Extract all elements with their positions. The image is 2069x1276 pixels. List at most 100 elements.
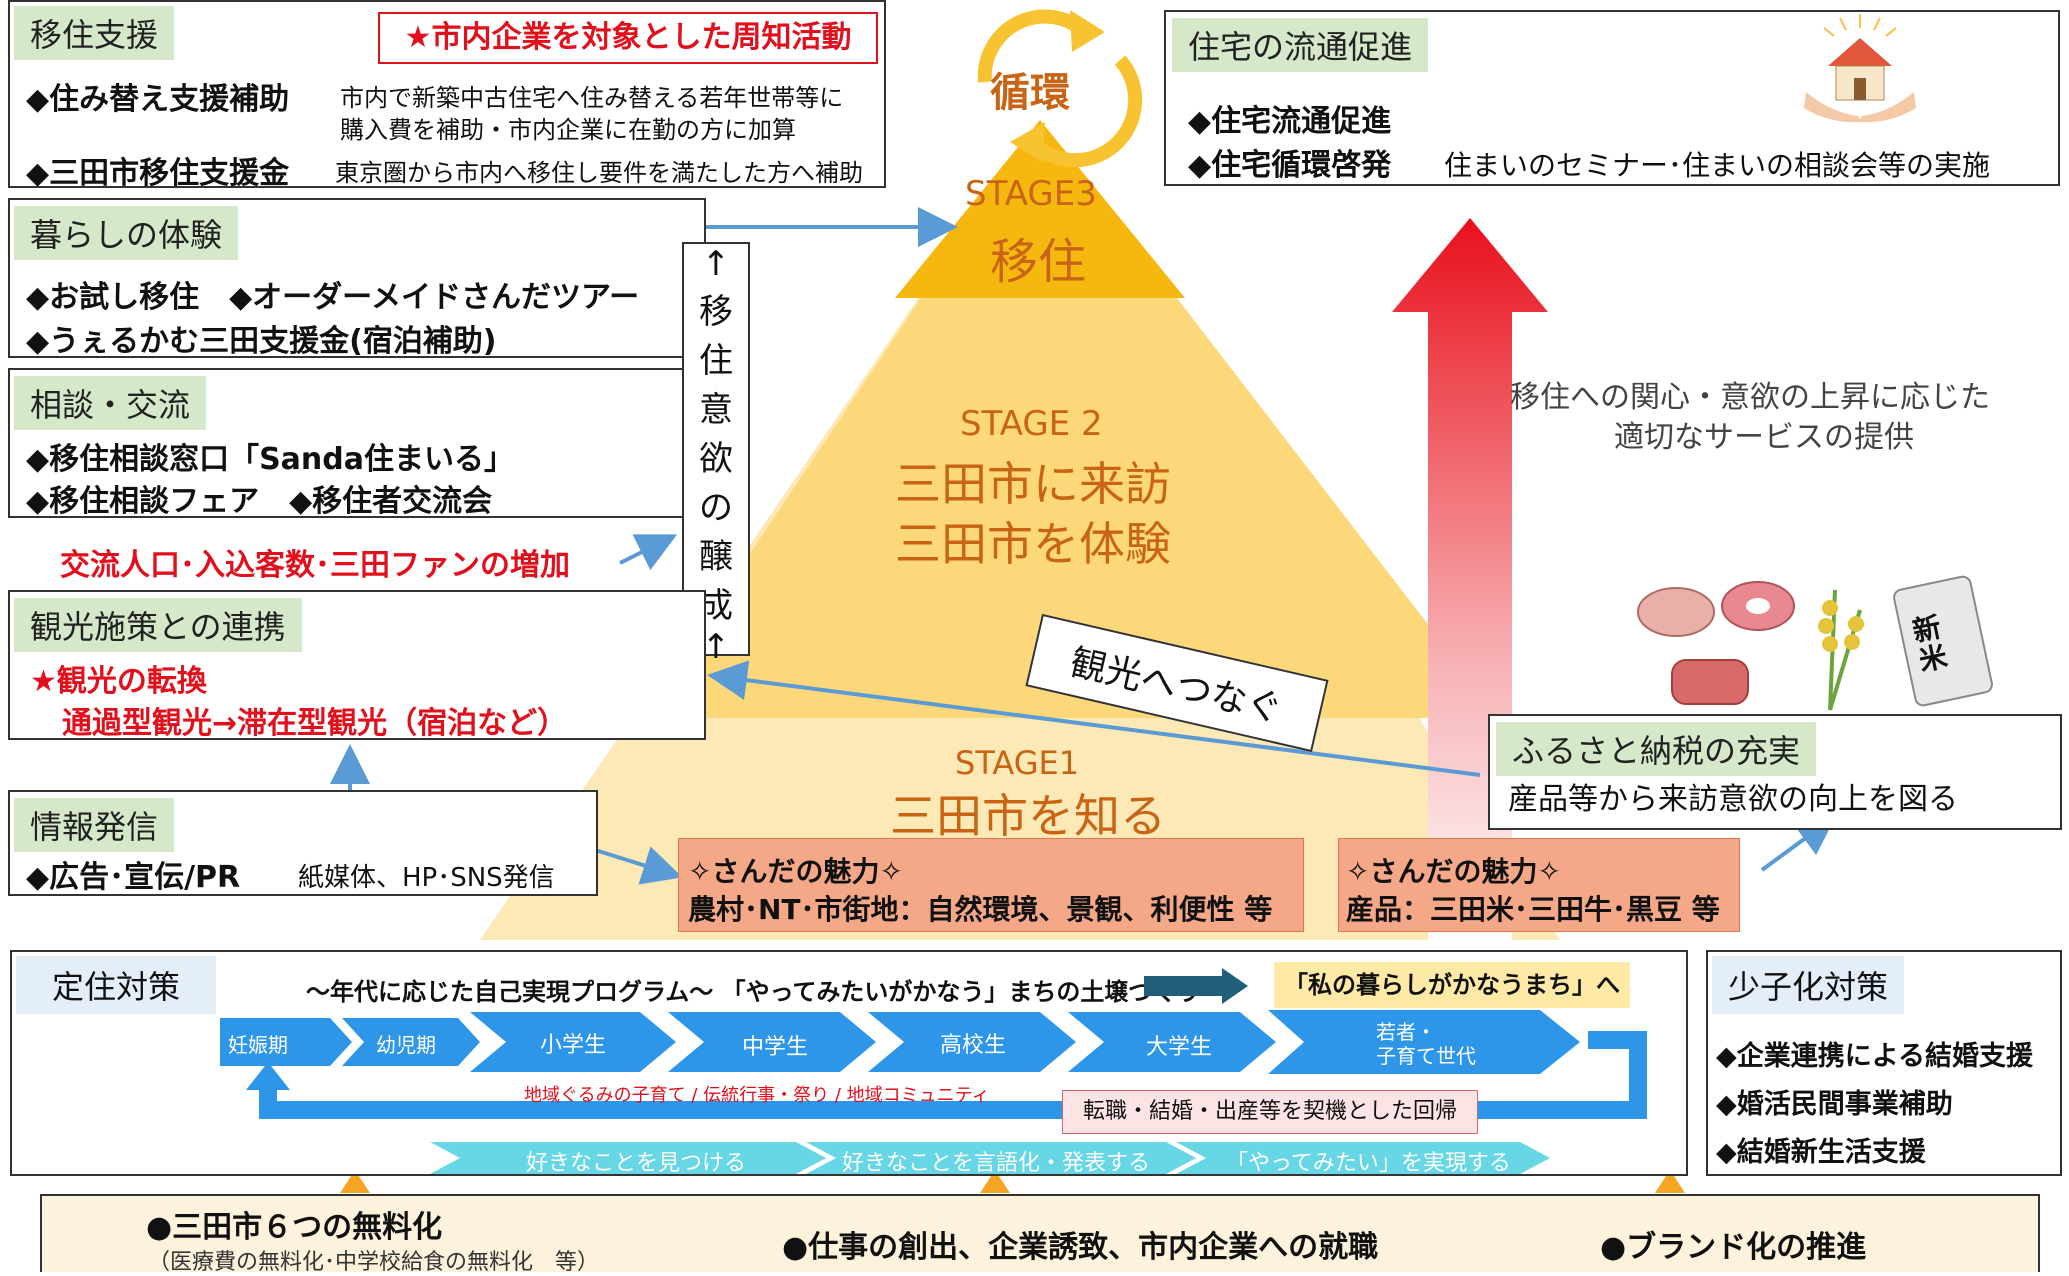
step-chevron-2	[806, 1142, 1196, 1174]
step-2-text: 好きなことを言語化・発表する	[842, 1151, 1151, 1176]
sparkle-icon: ✧	[879, 855, 903, 888]
step-chevron-3	[1176, 1142, 1550, 1174]
vertical-char: 醸	[699, 537, 733, 577]
connector-arrows	[330, 207, 1837, 885]
sparkle-icon: ✧	[1537, 855, 1561, 888]
pyramid-stage3	[895, 120, 1185, 298]
sparkle-icon: ✧	[688, 855, 712, 888]
soudan-line1: ◆移住相談窓口「Sanda住まいる」	[26, 442, 514, 477]
arrow-caption-2: 適切なサービスの提供	[1614, 420, 1914, 455]
arrow-caption-1: 移住への関心・意欲の上昇に応じた	[1510, 380, 1990, 415]
chevron-yoji	[342, 1018, 480, 1066]
kurashi-line1: ◆お試し移住 ◆オーダーメイドさんだツアー	[26, 280, 640, 315]
joho-label: ◆広告･宣伝/PR	[26, 860, 241, 895]
kurashi-line2: ◆うぇるかむ三田支援金(宿泊補助)	[26, 324, 497, 359]
miryoku-right-title: さんだの魅力	[1369, 855, 1538, 888]
sparkle-icon: ✧	[1346, 855, 1370, 888]
iju-item1-desc-2: 購入費を補助・市内企業に在勤の方に加算	[340, 116, 796, 144]
bottom-marker-3	[1655, 1170, 1685, 1193]
vertical-char: ↑	[701, 627, 731, 667]
bottom-item-2: ●仕事の創出、企業誘致、市内企業への就職	[782, 1230, 1379, 1265]
iju-shien-notice: ★市内企業を対象とした周知活動	[378, 12, 878, 64]
stage2-text-1: 三田市に来訪	[895, 457, 1171, 511]
shoshika-title: 少子化対策	[1712, 956, 1905, 1014]
produce-illustration	[1637, 575, 1993, 711]
cycle-arrowhead-top	[1070, 10, 1105, 52]
step-3-text: 「やってみたい」を実現する	[1226, 1151, 1511, 1176]
stage-wakamono-1: 若者・	[1376, 1020, 1436, 1044]
jutaku-line1: ◆住宅流通促進	[1188, 104, 1392, 139]
iju-item2-label: ◆三田市移住支援金	[26, 156, 290, 191]
koryu-increase-text: 交流人口･入込客数･三田ファンの増加	[60, 548, 570, 583]
cycle-label: 循環	[990, 70, 1070, 116]
kanko-line2: 通過型観光→滞在型観光（宿泊など）	[62, 706, 568, 741]
bottom-bar	[40, 1194, 2040, 1272]
stage3-text: 移住	[990, 234, 1087, 290]
community-text: 地域ぐるみの子育て / 伝統行事・祭り / 地域コミュニティ	[524, 1085, 990, 1106]
kanko-line1: ★観光の転換	[30, 664, 207, 699]
goal-arrow	[1144, 968, 1248, 1004]
iju-shien-title: 移住支援	[14, 6, 175, 60]
miryoku-left-title: さんだの魅力	[711, 855, 880, 888]
return-loop	[259, 1031, 1647, 1119]
jutaku-line2-label: ◆住宅循環啓発	[1188, 148, 1392, 183]
return-loop-head	[246, 1062, 290, 1090]
teiju-goal: 「私の暮らしがかなうまち」へ	[1274, 962, 1630, 1008]
shoshika-item-2: ◆婚活民間事業補助	[1716, 1089, 1953, 1120]
vertical-char: 欲	[699, 439, 733, 479]
chevron-kokou	[868, 1012, 1076, 1072]
bottom-marker-2	[980, 1170, 1010, 1193]
miryoku-right-title-row: ✧さんだの魅力✧	[1346, 850, 1561, 890]
chevron-daigaku	[1068, 1012, 1276, 1072]
miryoku-right-box	[1338, 838, 1740, 932]
rice-plant-icon	[1818, 589, 1864, 711]
soudan-title: 相談・交流	[14, 376, 207, 430]
step-chevron-1	[430, 1142, 826, 1174]
chevron-chugaku	[668, 1012, 876, 1072]
stage-daigaku: 大学生	[1146, 1035, 1213, 1060]
bottom-marker-1	[340, 1170, 370, 1193]
joho-desc: 紙媒体、HP･SNS発信	[298, 863, 555, 893]
vertical-char: ↑	[701, 244, 731, 284]
furusato-text: 産品等から来訪意欲の向上を図る	[1508, 782, 1958, 817]
rice-bag-icon	[1893, 575, 1993, 707]
soudan-line2: ◆移住相談フェア ◆移住者交流会	[26, 484, 493, 519]
shoshika-item-3: ◆結婚新生活支援	[1716, 1137, 1926, 1168]
stage3-title: STAGE3	[965, 174, 1097, 214]
miryoku-right-text: 産品：三田米･三田牛･黒豆 等	[1346, 893, 1720, 926]
miryoku-left-text: 農村･NT･市街地：自然環境、景観、利便性 等	[688, 893, 1273, 926]
stage-shogaku: 小学生	[540, 1033, 607, 1058]
kurashi-title: 暮らしの体験	[14, 206, 239, 260]
vertical-char: 移	[699, 292, 733, 332]
stage1-text: 三田市を知る	[890, 789, 1166, 843]
stage-wakamono-2: 子育て世代	[1376, 1044, 1476, 1068]
meat-icon	[1637, 587, 1715, 637]
teiju-program: ～年代に応じた自己実現プログラム～ 「やってみたいがかなう」まちの土壌づくり	[306, 978, 1201, 1006]
vertical-label-box: ↑ 移 住 意 欲 の 醸 成 ↑	[682, 242, 750, 667]
beef-icon	[1671, 659, 1749, 705]
stage-chugaku: 中学生	[742, 1035, 809, 1060]
joho-title: 情報発信	[14, 798, 175, 852]
house-hands-icon	[1804, 14, 1916, 123]
jutaku-title: 住宅の流通促進	[1172, 18, 1429, 72]
pyramid-stage2	[640, 120, 1500, 718]
stage1-title: STAGE1	[955, 744, 1080, 782]
chevron-shogaku	[470, 1012, 676, 1072]
teiju-title: 定住対策	[16, 956, 217, 1014]
bottom-item-1: ●三田市６つの無料化	[146, 1210, 443, 1245]
bottom-item-1-sub: （医療費の無料化･中学校給食の無料化 等）	[148, 1250, 600, 1275]
jutaku-line2-desc: 住まいのセミナー･住まいの相談会等の実施	[1444, 149, 1991, 182]
iju-item1-label: ◆住み替え支援補助	[26, 82, 290, 117]
stage-yoji: 幼児期	[376, 1033, 436, 1057]
bottom-item-3: ●ブランド化の推進	[1600, 1230, 1867, 1265]
step-1-text: 好きなことを見つける	[526, 1151, 747, 1176]
cycle-arrowhead-bottom	[1010, 122, 1045, 162]
return-label: 転職・結婚・出産等を契機とした回帰	[1062, 1090, 1479, 1134]
miryoku-left-box	[678, 838, 1304, 932]
chevron-wakamono	[1268, 1010, 1580, 1074]
chevron-ninshin	[220, 1018, 352, 1066]
kanko-title: 観光施策との連携	[14, 598, 302, 652]
miryoku-left-title-row: ✧さんだの魅力✧	[688, 850, 903, 890]
stage-kokou: 高校生	[940, 1033, 1007, 1058]
